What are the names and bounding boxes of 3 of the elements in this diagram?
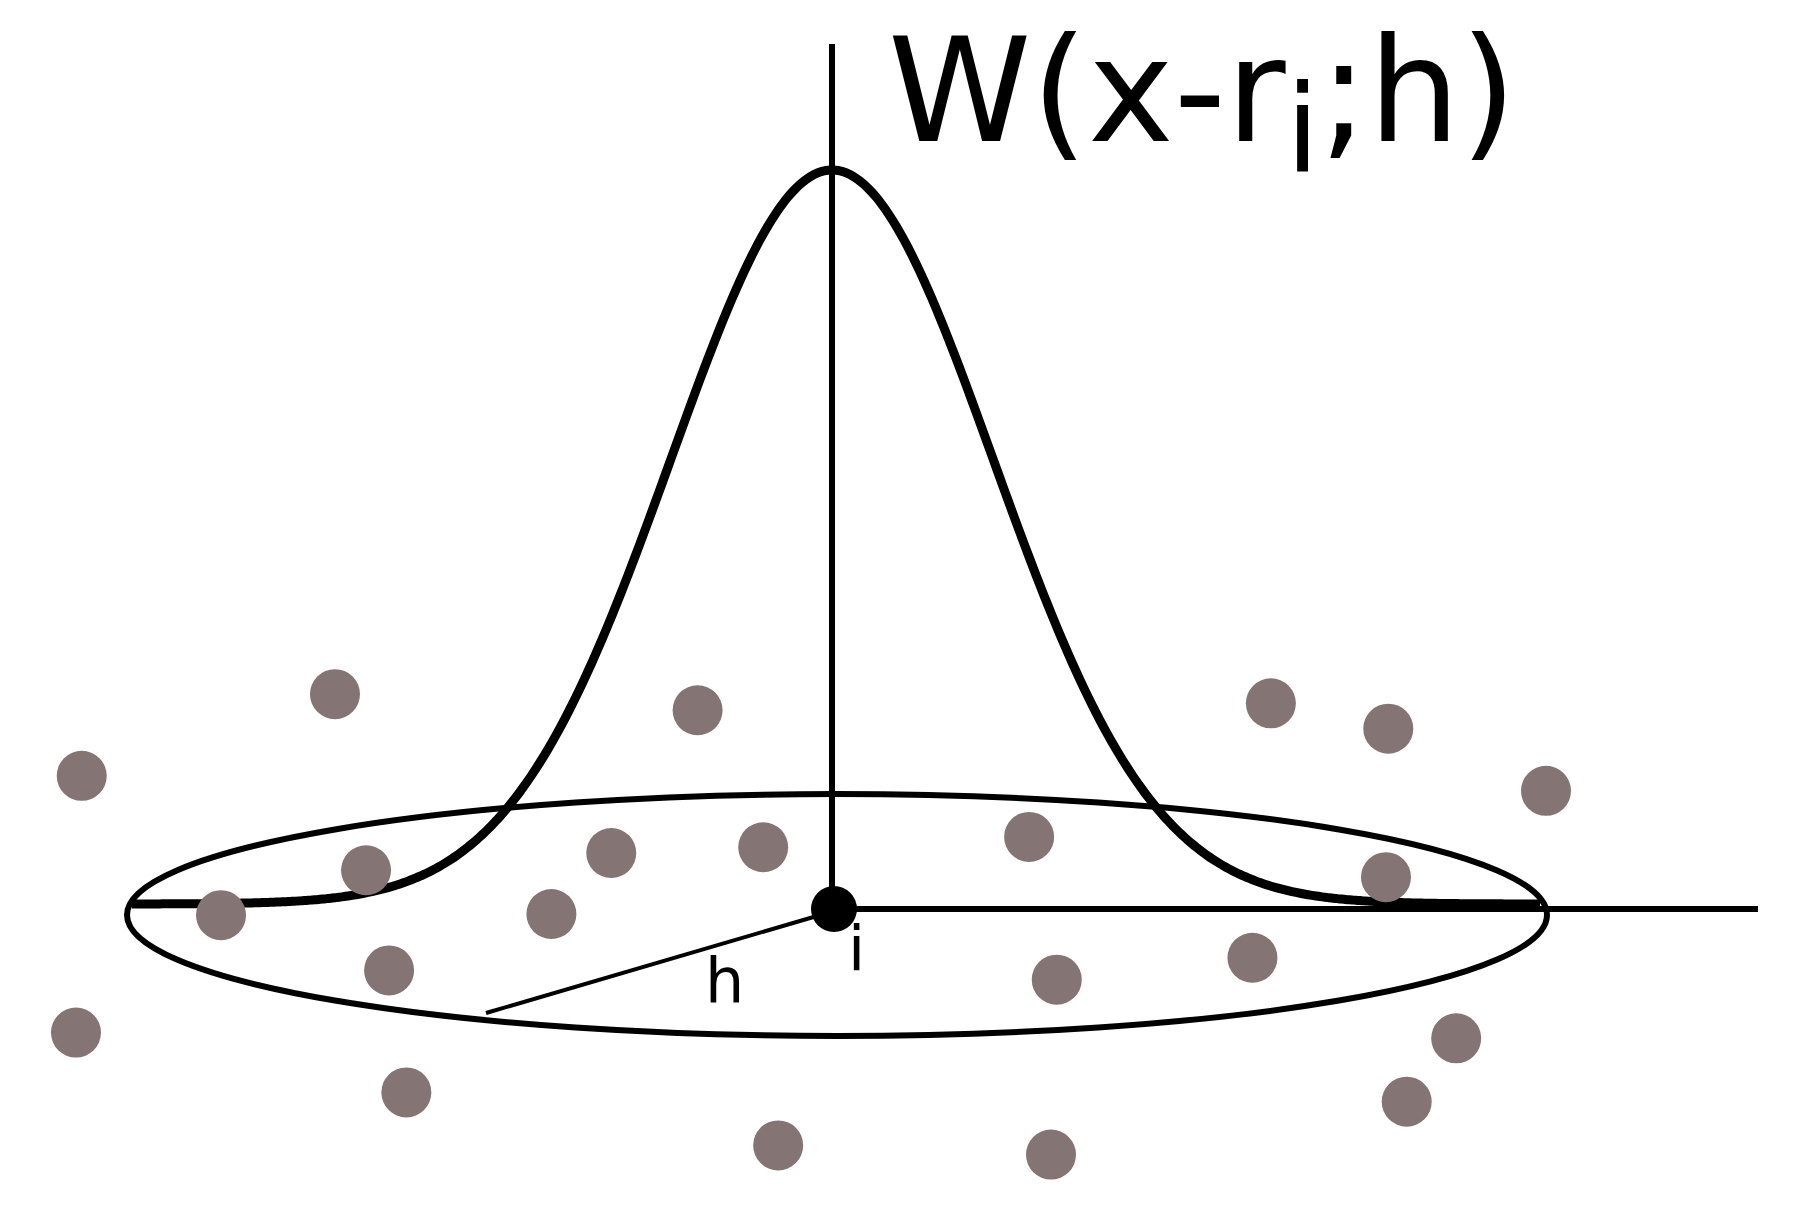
- particle-index-label: i: [848, 918, 866, 980]
- kernel-formula: W(x-r$_{i}$;h): [888, 18, 1517, 190]
- smoothing-length-label: h: [705, 950, 745, 1012]
